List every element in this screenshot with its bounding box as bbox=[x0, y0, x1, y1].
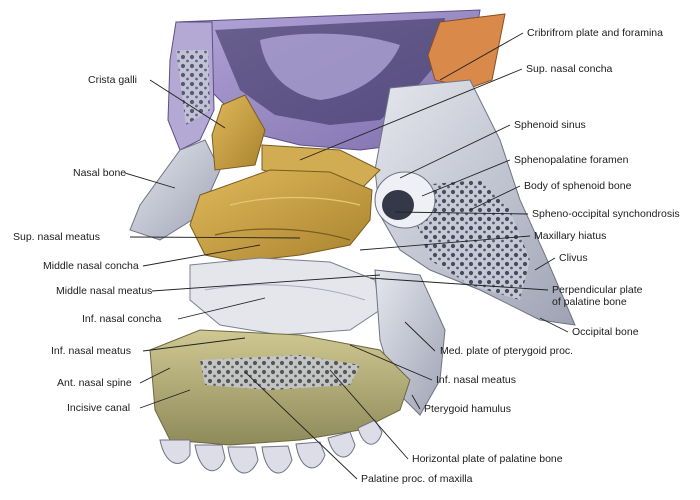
crista-galli-ethmoid bbox=[211, 94, 266, 171]
label-clivus: Clivus bbox=[559, 252, 588, 264]
label-inf-nasal-concha: Inf. nasal concha bbox=[82, 313, 162, 325]
label-sup-nasal-meatus: Sup. nasal meatus bbox=[13, 231, 100, 243]
label-perpendicular-plate-line2: of palatine bone bbox=[552, 296, 627, 308]
label-palatine-proc: Palatine proc. of maxilla bbox=[361, 473, 473, 485]
label-spheno-occipital: Spheno-occipital synchondrosis bbox=[532, 208, 680, 220]
teeth bbox=[159, 419, 383, 474]
label-med-plate-pterygoid: Med. plate of pterygoid proc. bbox=[440, 345, 574, 357]
label-incisive-canal: Incisive canal bbox=[67, 402, 131, 414]
inferior-nasal-concha-region bbox=[189, 257, 381, 336]
leader-lines bbox=[124, 32, 569, 480]
label-pterygoid-hamulus: Pterygoid hamulus bbox=[424, 403, 511, 415]
label-crista-galli: Crista galli bbox=[88, 74, 138, 86]
label-inf-nasal-meatus-right: Inf. nasal meatus bbox=[436, 374, 516, 386]
label-inf-nasal-meatus-left: Inf. nasal meatus bbox=[51, 345, 131, 357]
label-horizontal-plate: Horizontal plate of palatine bone bbox=[412, 453, 563, 465]
label-body-of-sphenoid: Body of sphenoid bone bbox=[524, 180, 632, 192]
label-sup-nasal-concha: Sup. nasal concha bbox=[526, 63, 613, 75]
label-perpendicular-plate-line1: Perpendicular plate bbox=[552, 284, 643, 296]
label-sphenopalatine-foramen: Sphenopalatine foramen bbox=[514, 154, 629, 166]
label-perpendicular-plate: Perpendicular plate of palatine bone bbox=[552, 284, 642, 308]
label-nasal-bone: Nasal bone bbox=[73, 167, 127, 179]
cribriform-plate-region bbox=[427, 13, 506, 89]
body-of-sphenoid-spongy bbox=[415, 180, 530, 300]
label-middle-nasal-concha: Middle nasal concha bbox=[43, 260, 139, 272]
label-ant-nasal-spine: Ant. nasal spine bbox=[57, 377, 132, 389]
label-sphenoid-sinus: Sphenoid sinus bbox=[514, 119, 586, 131]
label-maxillary-hiatus: Maxillary hiatus bbox=[534, 230, 607, 242]
label-cribriform-plate: Cribrifrom plate and foramina bbox=[527, 27, 663, 39]
palatine-spongy bbox=[200, 355, 360, 390]
label-occipital-bone: Occipital bone bbox=[572, 326, 639, 338]
middle-nasal-concha-region bbox=[189, 169, 373, 263]
label-middle-nasal-meatus: Middle nasal meatus bbox=[56, 285, 153, 297]
